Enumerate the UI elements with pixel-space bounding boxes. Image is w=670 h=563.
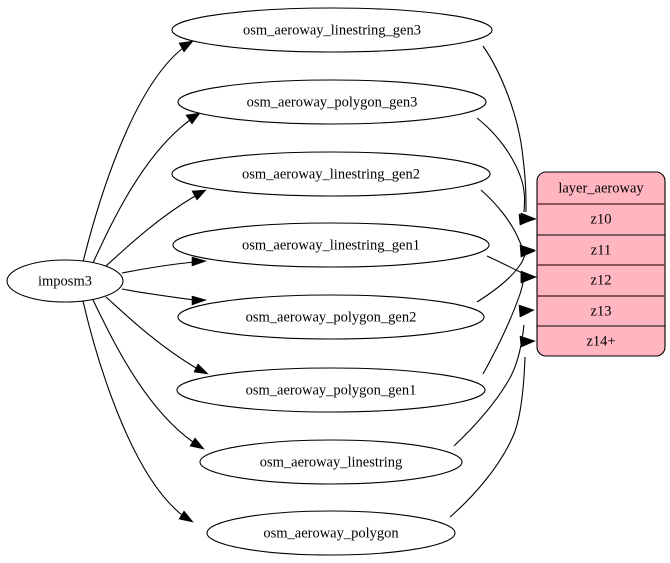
edge-imposm3-to-linestring-gen2 — [105, 195, 196, 267]
node-osm-aeroway-polygon-gen3-shape[interactable] — [177, 79, 487, 125]
node-imposm3-label: imposm3 — [38, 273, 92, 289]
arrowhead-z12-b — [520, 271, 537, 284]
arrowhead-polygon — [178, 510, 194, 523]
edge-imposm3-to-linestring — [91, 297, 194, 443]
table-header-label: layer_aeroway — [558, 180, 644, 196]
edge-linestring-gen1-to-z12 — [486, 255, 523, 274]
node-osm-aeroway-linestring-gen2[interactable]: osm_aeroway_linestring_gen2 — [171, 151, 491, 197]
edge-imposm3-to-polygon — [82, 300, 183, 516]
node-osm-aeroway-linestring-gen1-label: osm_aeroway_linestring_gen1 — [242, 237, 420, 253]
arrowhead-polygon-gen2 — [191, 295, 207, 306]
node-osm-aeroway-polygon-gen2-label: osm_aeroway_polygon_gen2 — [246, 309, 417, 325]
arrowhead-linestring-gen2 — [191, 189, 207, 201]
table-row-z12-label[interactable]: z12 — [591, 272, 612, 288]
table-row-z13-label[interactable]: z13 — [591, 303, 612, 319]
node-osm-aeroway-polygon-gen1[interactable]: osm_aeroway_polygon_gen1 — [176, 367, 486, 413]
edge-polygon-gen1-to-z12 — [482, 277, 525, 375]
node-osm-aeroway-polygon-gen2-shape[interactable] — [177, 294, 485, 340]
node-osm-aeroway-polygon-shape[interactable] — [206, 510, 456, 556]
arrowhead-linestring-gen1 — [191, 256, 207, 267]
node-osm-aeroway-linestring-gen2-shape[interactable] — [171, 151, 491, 197]
node-osm-aeroway-polygon-label: osm_aeroway_polygon — [263, 525, 399, 541]
node-osm-aeroway-linestring[interactable]: osm_aeroway_linestring — [199, 439, 463, 485]
arrowhead-z13 — [518, 304, 535, 318]
node-osm-aeroway-polygon-gen2[interactable]: osm_aeroway_polygon_gen2 — [177, 294, 485, 340]
arrowhead-z11-b — [520, 246, 536, 258]
arrowhead-linestring — [189, 437, 205, 450]
node-osm-aeroway-polygon-gen1-label: osm_aeroway_polygon_gen1 — [246, 382, 417, 398]
table-row-z14-label[interactable]: z14+ — [586, 333, 615, 349]
node-osm-aeroway-linestring-gen2-label: osm_aeroway_linestring_gen2 — [242, 166, 420, 182]
arrowhead-linestring-gen3 — [178, 40, 194, 53]
node-osm-aeroway-linestring-gen3-shape[interactable] — [171, 7, 493, 53]
edge-polygon-gen2-to-z11 — [476, 253, 526, 303]
arrowhead-polygon-gen1 — [193, 363, 209, 375]
node-osm-aeroway-linestring-gen3-label: osm_aeroway_linestring_gen3 — [243, 22, 421, 38]
edge-imposm3-to-polygon-gen2 — [121, 288, 195, 301]
arrowhead-z10-b — [518, 213, 535, 226]
node-osm-aeroway-polygon[interactable]: osm_aeroway_polygon — [206, 510, 456, 556]
node-osm-aeroway-polygon-gen1-shape[interactable] — [176, 367, 486, 413]
table-background[interactable] — [536, 171, 666, 357]
node-osm-aeroway-polygon-gen3-label: osm_aeroway_polygon_gen3 — [247, 94, 418, 110]
table-row-z11-label[interactable]: z11 — [591, 242, 611, 258]
edge-polygon-to-z14 — [449, 356, 526, 518]
edges-from-source — [82, 40, 209, 523]
edge-polygon-gen3-to-z10 — [476, 117, 526, 213]
arrowhead-z14 — [519, 335, 536, 348]
arrowhead-polygon-gen3 — [185, 112, 201, 125]
node-osm-aeroway-linestring-gen3[interactable]: osm_aeroway_linestring_gen3 — [171, 7, 493, 53]
node-osm-aeroway-linestring-gen1[interactable]: osm_aeroway_linestring_gen1 — [172, 222, 490, 268]
edge-linestring-gen3-to-z10 — [482, 45, 527, 213]
node-layer-aeroway-table[interactable]: layer_aeroway z10 z11 z12 z13 z14+ — [536, 171, 666, 357]
edge-imposm3-to-polygon-gen3 — [91, 119, 191, 266]
edge-imposm3-to-polygon-gen1 — [105, 296, 197, 369]
edge-imposm3-to-linestring-gen3 — [82, 47, 184, 263]
node-osm-aeroway-polygon-gen3[interactable]: osm_aeroway_polygon_gen3 — [177, 79, 487, 125]
node-osm-aeroway-linestring-label: osm_aeroway_linestring — [260, 454, 403, 470]
edge-imposm3-to-linestring-gen1 — [121, 261, 195, 274]
node-osm-aeroway-linestring-shape[interactable] — [199, 439, 463, 485]
table-row-z10-label[interactable]: z10 — [591, 211, 612, 227]
node-imposm3[interactable]: imposm3 — [6, 259, 124, 303]
edges-to-table — [449, 45, 537, 518]
node-imposm3-shape[interactable] — [6, 259, 124, 303]
node-osm-aeroway-linestring-gen1-shape[interactable] — [172, 222, 490, 268]
